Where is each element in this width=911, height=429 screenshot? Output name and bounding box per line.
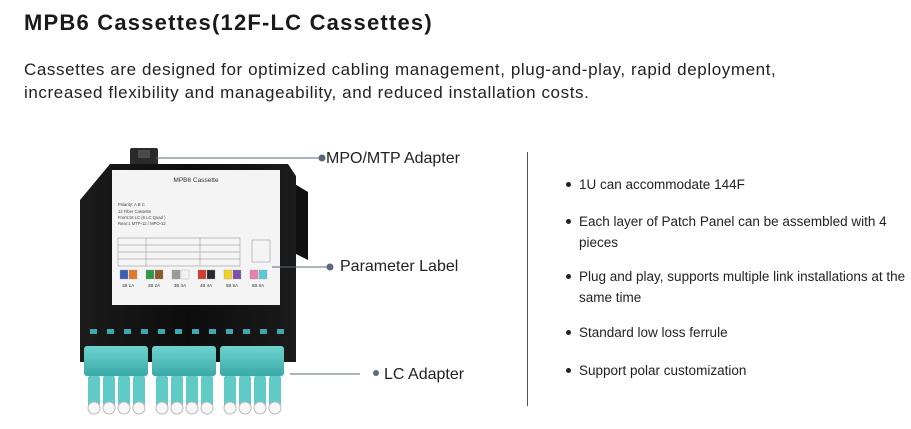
port-swatch [258, 269, 268, 280]
lc-leader-dot-svg [373, 370, 379, 376]
bullet-icon [566, 182, 571, 187]
lc-quad-adapter [84, 346, 148, 376]
port-holes [90, 329, 284, 334]
label-grid [117, 237, 271, 267]
port-hole [175, 329, 182, 334]
parameter-label: MPB6 Cassette Polarity: A B C 12 Fiber C… [112, 170, 280, 305]
feature-item: 1U can accommodate 144F [566, 174, 906, 195]
feature-item: Support polar customization [566, 360, 906, 381]
lc-port [239, 376, 251, 406]
port-label: 3B 3A [174, 283, 186, 288]
lc-port [156, 376, 168, 406]
label-title: MPB6 Cassette [173, 177, 219, 184]
ferrule-cap [268, 401, 282, 415]
label-polarity: Polarity: A B C [118, 202, 145, 207]
label-front: Front:18 LC (6 LC Quad ) [118, 215, 166, 220]
port-hole [124, 329, 131, 334]
ferrule-cap [117, 401, 131, 415]
port-label: 6B 6A [252, 283, 264, 288]
mpo-adapter-latch [130, 148, 158, 168]
lc-quad-adapter [152, 346, 216, 376]
port-swatch [180, 269, 190, 280]
port-swatch [249, 269, 259, 280]
port-swatch [128, 269, 138, 280]
port-hole [90, 329, 97, 334]
port-swatch [197, 269, 207, 280]
port-hole [260, 329, 267, 334]
port-hole [243, 329, 250, 334]
port-swatch [171, 269, 181, 280]
bullet-icon [566, 368, 571, 373]
port-swatch [232, 269, 242, 280]
ferrule-cap [223, 401, 237, 415]
lc-quad-adapter [220, 346, 284, 376]
port-hole [192, 329, 199, 334]
label-rear: Rear:1 MTP-12 / MPO-12 [118, 221, 166, 226]
feature-text: Plug and play, supports multiple link in… [579, 269, 906, 305]
label-leader-dot [326, 263, 334, 271]
mpo-leader-dot [318, 154, 326, 162]
port-hole [277, 329, 284, 334]
port-swatch [206, 269, 216, 280]
parameter-label-callout: Parameter Label [340, 258, 459, 275]
port-color-swatches [119, 269, 268, 280]
lc-port [201, 376, 213, 406]
ferrule-cap [253, 401, 267, 415]
feature-text: 1U can accommodate 144F [579, 177, 745, 192]
port-hole [209, 329, 216, 334]
ferrule-cap [170, 401, 184, 415]
feature-item: Each layer of Patch Panel can be assembl… [566, 211, 906, 253]
lc-port [186, 376, 198, 406]
lc-leader-dot [373, 370, 379, 376]
ferrule-cap [87, 401, 101, 415]
port-swatch [119, 269, 129, 280]
description: Cassettes are designed for optimized cab… [24, 58, 904, 104]
label-fiber: 12 Fiber Cassette [118, 209, 152, 214]
port-label: 2B 2A [148, 283, 160, 288]
lc-port [171, 376, 183, 406]
bullet-icon [566, 274, 571, 279]
feature-list: 1U can accommodate 144F Each layer of Pa… [566, 174, 906, 381]
ferrule-cap [238, 401, 252, 415]
feature-item: Standard low loss ferrule [566, 322, 906, 343]
lc-adapters [84, 346, 284, 415]
mpo-callout: MPO/MTP Adapter [326, 150, 460, 167]
cassette-illustration: MPB6 Cassette Polarity: A B C 12 Fiber C… [80, 148, 360, 415]
port-hole [226, 329, 233, 334]
description-line-2: increased flexibility and manageability,… [24, 83, 590, 102]
port-swatch [154, 269, 164, 280]
page-title: MPB6 Cassettes(12F-LC Cassettes) [24, 10, 433, 35]
feature-text: Support polar customization [579, 363, 747, 378]
lc-port [118, 376, 130, 406]
bullet-icon [566, 219, 571, 224]
lc-port [88, 376, 100, 406]
feature-text: Standard low loss ferrule [579, 325, 728, 340]
lc-port [254, 376, 266, 406]
port-hole [141, 329, 148, 334]
ferrule-cap [185, 401, 199, 415]
divider [527, 152, 528, 406]
description-line-1: Cassettes are designed for optimized cab… [24, 60, 777, 79]
port-label: 4B 4A [200, 283, 212, 288]
lc-adapter-callout: LC Adapter [384, 366, 465, 383]
lc-port [224, 376, 236, 406]
port-swatch [223, 269, 233, 280]
port-label: 5B 5A [226, 283, 238, 288]
lc-port [133, 376, 145, 406]
ferrule-cap [102, 401, 116, 415]
feature-text: Each layer of Patch Panel can be assembl… [579, 214, 887, 250]
feature-item: Plug and play, supports multiple link in… [566, 266, 906, 308]
lc-port [103, 376, 115, 406]
port-swatch [145, 269, 155, 280]
ferrule-cap [132, 401, 146, 415]
lc-port [269, 376, 281, 406]
ferrule-cap [200, 401, 214, 415]
port-hole [158, 329, 165, 334]
port-label: 1B 1A [122, 283, 134, 288]
port-hole [107, 329, 114, 334]
port-labels: 1B 1A 2B 2A 3B 3A 4B 4A 5B 5A 6B 6A [122, 283, 264, 288]
ferrule-cap [155, 401, 169, 415]
bullet-icon [566, 330, 571, 335]
